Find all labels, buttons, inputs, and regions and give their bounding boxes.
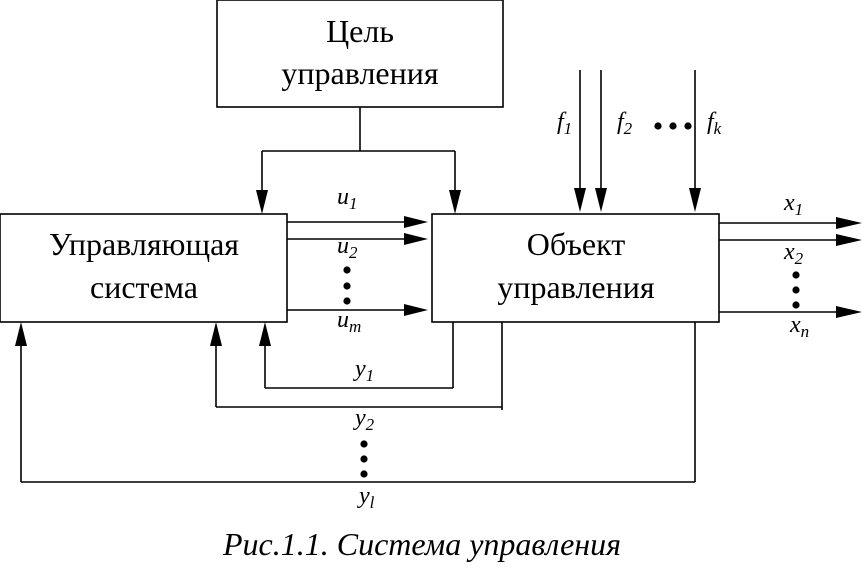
feedback-ellipsis-dot xyxy=(360,440,368,448)
control-label-u2: u2 xyxy=(337,233,358,262)
controller-block-label-line1: Управляющая xyxy=(49,226,239,262)
feedback-ellipsis-dot xyxy=(360,455,368,463)
controller-block-label-line2: система xyxy=(90,269,198,305)
output-arrow-2 xyxy=(836,234,862,246)
control-arrow-2 xyxy=(404,233,428,245)
feedback-arrow-1 xyxy=(259,322,271,346)
control-ellipsis-dot xyxy=(343,282,351,290)
object-block-label-line1: Объект xyxy=(527,226,625,262)
disturbance-label-fk: fk xyxy=(707,109,722,138)
feedback-label-yl: yl xyxy=(357,483,375,512)
output-label-x1: x1 xyxy=(783,190,803,219)
goal-block-label-line1: Цель xyxy=(326,13,394,49)
goal-arrow-to-object xyxy=(449,190,461,214)
feedback-label-y2: y2 xyxy=(353,405,375,434)
disturbance-ellipsis-dot xyxy=(669,122,677,130)
feedback-arrow-2 xyxy=(210,322,222,346)
control-label-u1: u1 xyxy=(337,184,358,213)
figure-caption: Рис.1.1. Система управления xyxy=(222,526,621,562)
goal-block-label-line2: управления xyxy=(281,55,438,91)
output-ellipsis-dot xyxy=(792,286,800,294)
feedback-arrow-l xyxy=(15,322,27,346)
output-arrow-n xyxy=(836,306,862,318)
feedback-ellipsis-dot xyxy=(360,470,368,478)
output-lines xyxy=(719,217,862,318)
disturbance-arrow-1 xyxy=(574,188,586,212)
controller-block: Управляющая система xyxy=(0,213,288,323)
disturbance-arrow-k xyxy=(689,188,701,212)
output-ellipsis-dot xyxy=(792,271,800,279)
goal-arrow-to-controller xyxy=(256,190,268,214)
disturbance-ellipsis-dot xyxy=(684,122,692,130)
output-label-x2: x2 xyxy=(783,239,804,268)
feedback-label-y1: y1 xyxy=(353,356,374,385)
control-ellipsis-dot xyxy=(343,266,351,274)
feedback-lines xyxy=(15,322,696,483)
disturbance-lines xyxy=(574,70,701,212)
output-ellipsis-dot xyxy=(792,301,800,309)
output-label-xn: xn xyxy=(789,312,809,341)
disturbance-ellipsis-dot xyxy=(654,122,662,130)
goal-signal-lines xyxy=(256,107,461,214)
disturbance-label-f1: f1 xyxy=(557,109,572,138)
control-label-um: um xyxy=(337,307,361,336)
control-signal-lines xyxy=(287,216,428,316)
control-arrow-m xyxy=(404,304,428,316)
object-block: Объект управления xyxy=(431,213,720,323)
control-arrow-1 xyxy=(404,216,428,228)
disturbance-label-f2: f2 xyxy=(617,109,633,138)
disturbance-arrow-2 xyxy=(595,188,607,212)
output-arrow-1 xyxy=(836,217,862,229)
object-block-label-line2: управления xyxy=(497,269,654,305)
control-ellipsis-dot xyxy=(343,297,351,305)
goal-block: Цель управления xyxy=(216,0,504,108)
